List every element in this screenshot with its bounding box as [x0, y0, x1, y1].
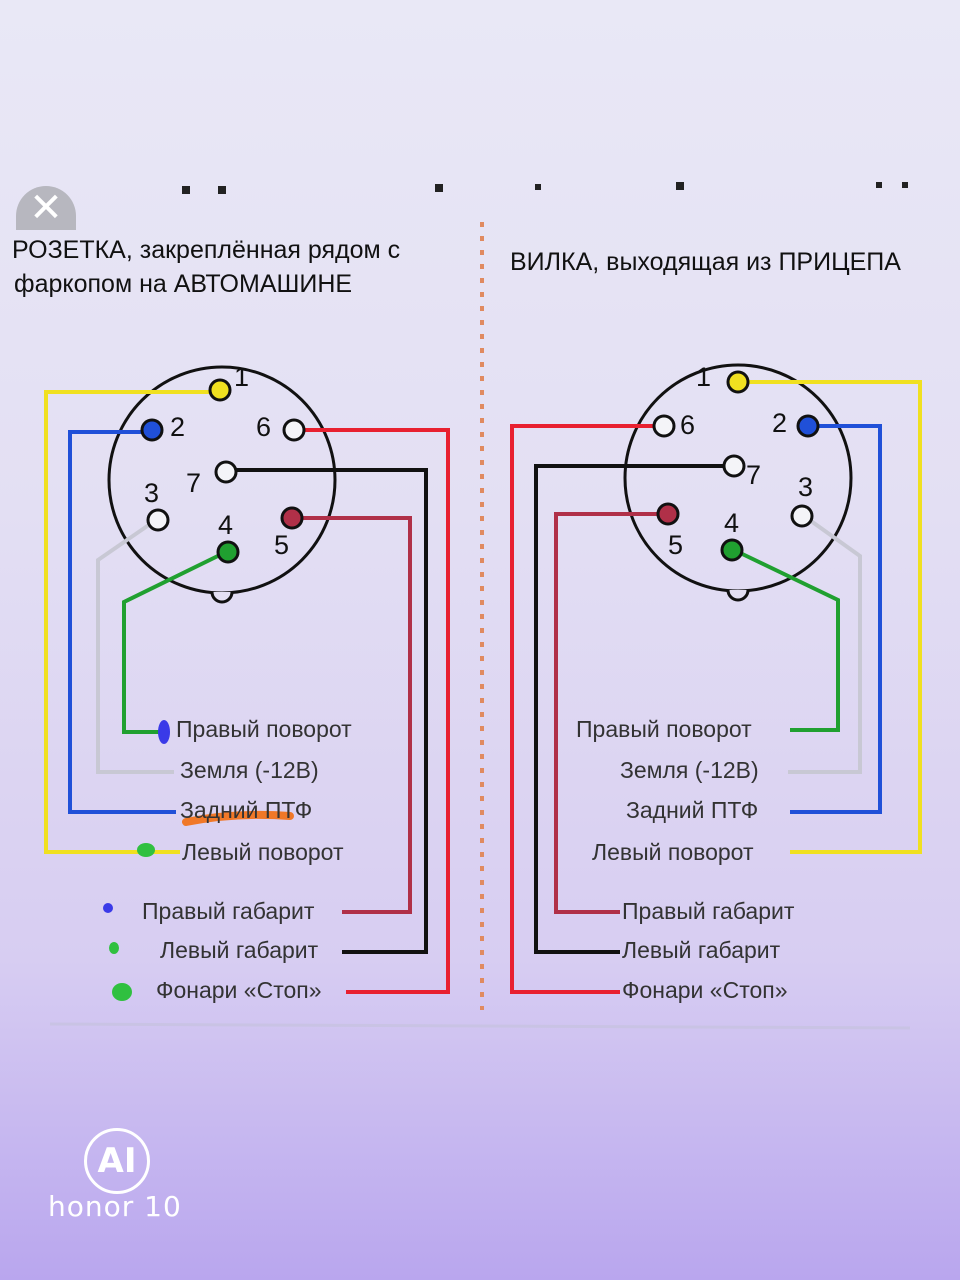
right-label-left-turn: Левый поворот: [592, 839, 754, 865]
right-pins: [652, 370, 820, 562]
right-pin-7: [722, 454, 746, 478]
svg-text:2: 2: [170, 412, 185, 442]
svg-text:6: 6: [680, 410, 695, 440]
right-pin-2: [796, 414, 820, 438]
left-title-line1: РОЗЕТКА, закреплённая рядом с: [12, 236, 400, 264]
svg-text:5: 5: [274, 530, 289, 560]
left-pin-2: [140, 418, 164, 442]
svg-text:1: 1: [234, 362, 249, 392]
right-label-ground: Земля (-12В): [620, 757, 759, 783]
left-label-ground: Земля (-12В): [180, 757, 319, 783]
svg-text:1: 1: [696, 362, 711, 392]
svg-text:3: 3: [798, 472, 813, 502]
left-label-left-marker: Левый габарит: [160, 937, 319, 963]
left-label-rear-fog: Задний ПТФ: [180, 797, 312, 823]
right-pin-5: [656, 502, 680, 526]
right-labels: Правый поворот Земля (-12В) Задний ПТФ Л…: [576, 716, 795, 1003]
left-label-right-turn: Правый поворот: [176, 716, 352, 742]
right-label-stop: Фонари «Стоп»: [622, 977, 788, 1003]
right-wires: [510, 380, 922, 994]
left-pin-3: [146, 508, 170, 532]
right-pin-6: [652, 414, 676, 438]
right-pin-numbers: 1 2 3 4 5 6 7: [668, 362, 813, 560]
left-pin-6: [282, 418, 306, 442]
bottom-rule: [49, 1022, 911, 1030]
right-label-right-marker: Правый габарит: [622, 898, 795, 924]
left-pin-numbers: 1 2 3 4 5 6 7: [144, 362, 289, 560]
left-label-left-turn: Левый поворот: [182, 839, 344, 865]
svg-text:7: 7: [746, 460, 761, 490]
right-pin-3: [790, 504, 814, 528]
left-connector: [107, 365, 337, 604]
svg-text:2: 2: [772, 408, 787, 438]
right-label-right-turn: Правый поворот: [576, 716, 752, 742]
left-pin-1: [208, 378, 232, 402]
left-title-line2: фаркопом на АВТОМАШИНЕ: [14, 270, 352, 298]
right-pin-4: [720, 538, 744, 562]
svg-text:4: 4: [724, 508, 739, 538]
svg-text:6: 6: [256, 412, 271, 442]
svg-text:7: 7: [186, 468, 201, 498]
left-label-stop: Фонари «Стоп»: [156, 977, 322, 1003]
right-label-left-marker: Левый габарит: [622, 937, 781, 963]
camera-brand: honor 10: [48, 1190, 182, 1223]
right-pin-1: [726, 370, 750, 394]
right-title: ВИЛКА, выходящая из ПРИЦЕПА: [510, 248, 901, 276]
close-icon[interactable]: ✕: [16, 186, 76, 230]
left-wires: [44, 390, 450, 994]
right-connector: [623, 363, 853, 602]
right-label-rear-fog: Задний ПТФ: [626, 797, 758, 823]
left-pen-marks: [103, 720, 294, 1001]
top-strip: [182, 182, 908, 194]
left-pin-7: [214, 460, 238, 484]
left-pins: [140, 378, 306, 564]
left-pin-5: [280, 506, 304, 530]
camera-watermark: AI honor 10: [48, 1128, 208, 1228]
svg-text:3: 3: [144, 478, 159, 508]
left-label-right-marker: Правый габарит: [142, 898, 315, 924]
svg-text:5: 5: [668, 530, 683, 560]
left-pin-4: [216, 540, 240, 564]
left-labels: Правый поворот Земля (-12В) Задний ПТФ Л…: [142, 716, 352, 1003]
ai-logo-icon: AI: [84, 1128, 150, 1194]
svg-text:4: 4: [218, 510, 233, 540]
